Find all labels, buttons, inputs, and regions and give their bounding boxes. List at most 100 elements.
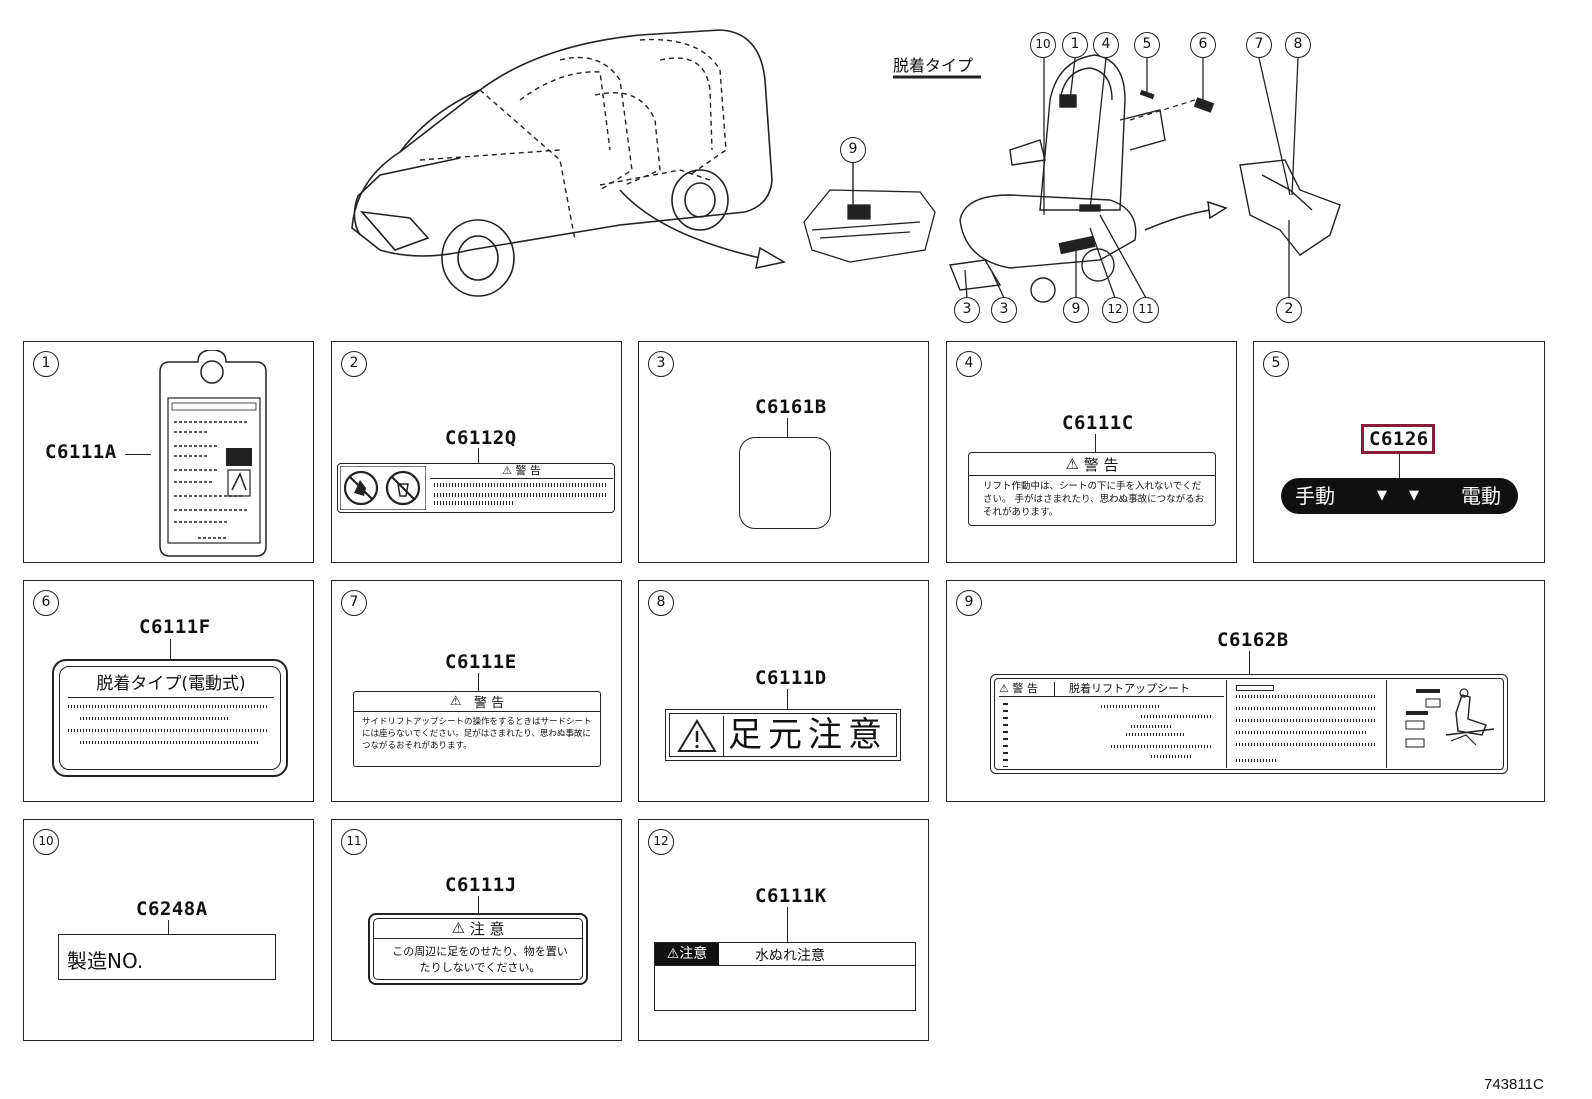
caution-badge: ⚠注意 <box>655 943 719 965</box>
panel-number: 12 <box>648 829 674 855</box>
warning-header: ⚠ 警 告 <box>354 692 600 712</box>
callout-2: 2 <box>1276 297 1302 323</box>
panel-7: 7 C6111E ⚠ 警 告 サイドリフトアップシートの操作をするときはサードシ… <box>331 580 622 802</box>
detachable-type-label-6: 脱着タイプ(電動式) <box>52 659 288 777</box>
part-code: C6111K <box>755 885 827 907</box>
watch-step-label: 足元注意 <box>665 709 901 761</box>
part-code: C6111A <box>45 441 117 463</box>
callout-4: 4 <box>1093 32 1119 58</box>
seat-diagram-icon <box>1405 688 1495 748</box>
water-caution-label: ⚠注意 水ぬれ注意 <box>654 942 916 1011</box>
part-code: C6111D <box>755 667 827 689</box>
seat-illustration <box>949 54 1166 303</box>
serial-number-label: 製造NO. <box>58 934 276 980</box>
blank-label-3 <box>739 437 831 529</box>
warning-header: ⚠ 警 告 脱着リフトアップシート <box>999 682 1224 697</box>
lift-up-seat-label: ⚠ 警 告 脱着リフトアップシート <box>990 674 1508 774</box>
controller-unit <box>803 189 936 263</box>
panel-number: 11 <box>341 829 367 855</box>
warning-body: リフト作動中は、シートの下に手を入れないでください。 手がはさまれたり、思わぬ事… <box>983 481 1205 518</box>
panel-5: 5 C6126 手動 ▼ ▼ 電動 <box>1253 341 1545 563</box>
callout-12: 12 <box>1102 297 1128 323</box>
callout-5: 5 <box>1134 32 1160 58</box>
part-code: C6112Q <box>445 427 517 449</box>
callout-6: 6 <box>1190 32 1216 58</box>
warning-label-4: ⚠ 警 告 リフト作動中は、シートの下に手を入れないでください。 手がはさまれた… <box>968 452 1216 526</box>
label-text: 製造NO. <box>67 949 144 973</box>
van-outline <box>351 29 773 297</box>
warning-header: ⚠ 警 告 <box>969 453 1215 476</box>
caution-header: ⚠ 注 意 <box>373 918 583 939</box>
electric-text: 電動 <box>1461 484 1501 508</box>
warning-text: 警 告 <box>515 464 541 477</box>
warning-label-2: ⚠ 警 告 <box>337 463 615 513</box>
warning-body: サイドリフトアップシートの操作をするときはサードシートには座らないでください。足… <box>362 717 592 751</box>
panel-6: 6 C6111F 脱着タイプ(電動式) <box>23 580 314 802</box>
panel-number: 7 <box>341 590 367 616</box>
callout-10: 10 <box>1030 32 1056 58</box>
warning-triangle-icon <box>677 719 717 752</box>
panel-12: 12 C6111K ⚠注意 水ぬれ注意 <box>638 819 929 1041</box>
caution-body: この周辺に足をのせたり、物を置いたりしないでください。 <box>392 945 568 974</box>
callout-9-controller: 9 <box>840 137 866 163</box>
arrow-line <box>619 189 761 259</box>
part-code: C6111J <box>445 874 517 896</box>
caution-text: 注意 <box>679 946 708 962</box>
overview-illustration <box>351 29 1341 303</box>
callout-9-seat: 9 <box>1063 297 1089 323</box>
panel-8: 8 C6111D 足元注意 <box>638 580 929 802</box>
warning-label-7: ⚠ 警 告 サイドリフトアップシートの操作をするときはサードシートには座らないで… <box>353 691 601 767</box>
highlighted-code-box <box>1361 424 1435 454</box>
panel-2: 2 C6112Q ⚠ 警 告 <box>331 341 622 563</box>
warning-text: 警 告 <box>1083 455 1119 474</box>
part-code: C6126 <box>1369 428 1429 450</box>
caution-label-11: ⚠ 注 意 この周辺に足をのせたり、物を置いたりしないでください。 <box>368 913 588 985</box>
caution-text: 注 意 <box>469 919 505 938</box>
callout-11: 11 <box>1133 297 1159 323</box>
arrow-icon: ▼ <box>1377 488 1387 503</box>
panel-number: 10 <box>33 829 59 855</box>
panel-number: 4 <box>956 351 982 377</box>
diagram-id: 743811C <box>1484 1076 1544 1093</box>
panel-number: 1 <box>33 351 59 377</box>
detachable-type-label: 脱着タイプ <box>893 56 974 75</box>
panel-number: 6 <box>33 590 59 616</box>
callout-1: 1 <box>1062 32 1088 58</box>
callout-leaders <box>964 57 1299 299</box>
panel-3: 3 C6161B <box>638 341 929 563</box>
part-code: C6162B <box>1217 629 1289 651</box>
panel-number: 5 <box>1263 351 1289 377</box>
manual-text: 手動 <box>1295 484 1335 508</box>
panel-number: 9 <box>956 590 982 616</box>
arrow-head <box>755 246 787 269</box>
label-text: 足元注意 <box>728 715 888 755</box>
panel-number: 3 <box>648 351 674 377</box>
panel-number: 2 <box>341 351 367 377</box>
no-hand-icons <box>340 466 426 510</box>
panel-1: 1 C6111A <box>23 341 314 563</box>
part-code: C6111E <box>445 651 517 673</box>
label-title: 脱着リフトアップシート <box>1069 682 1190 695</box>
panel-4: 4 C6111C ⚠ 警 告 リフト作動中は、シートの下に手を入れないでください… <box>946 341 1237 563</box>
van-interior-dashed <box>419 38 727 241</box>
bracket-part <box>1239 159 1341 256</box>
warning-header: ⚠ 警 告 <box>430 464 613 479</box>
panel-9: 9 C6162B ⚠ 警 告 脱着リフトアップシート <box>946 580 1545 802</box>
part-code: C6248A <box>136 898 208 920</box>
arrow-icon: ▼ <box>1409 488 1419 503</box>
label-title: 脱着タイプ(電動式) <box>68 669 274 698</box>
manual-electric-label: 手動 ▼ ▼ 電動 <box>1281 478 1518 514</box>
panel-10: 10 C6248A 製造NO. <box>23 819 314 1041</box>
callout-3a: 3 <box>954 297 980 323</box>
part-code: C6111C <box>1062 412 1134 434</box>
part-code: C6111F <box>139 616 211 638</box>
warning-text: 警 告 <box>1012 682 1038 695</box>
callout-3b: 3 <box>991 297 1017 323</box>
part-code: C6161B <box>755 396 827 418</box>
callout-7: 7 <box>1246 32 1272 58</box>
hang-tag-label <box>159 350 267 557</box>
callout-8: 8 <box>1285 32 1311 58</box>
label-text: 水ぬれ注意 <box>755 948 825 964</box>
panel-11: 11 C6111J ⚠ 注 意 この周辺に足をのせたり、物を置いたりしないでくだ… <box>331 819 622 1041</box>
panel-number: 8 <box>648 590 674 616</box>
